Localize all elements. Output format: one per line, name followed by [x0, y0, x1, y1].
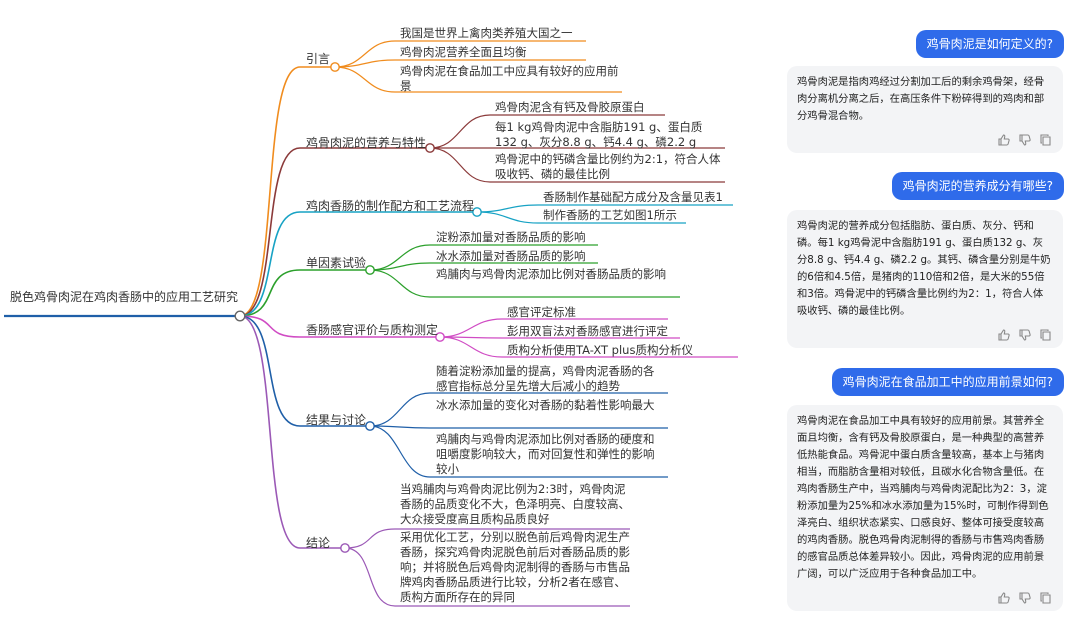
leaf-single-2[interactable]: 冰水添加量对香肠品质的影响 — [436, 249, 586, 263]
branch-node-dot — [472, 207, 482, 217]
branch-results[interactable]: 结果与讨论 — [306, 413, 367, 427]
leaf-connector — [369, 425, 431, 478]
leaf-connector — [334, 66, 396, 93]
branch-connector — [239, 315, 301, 549]
leaf-connector — [344, 528, 396, 549]
leaf-conclusion-2[interactable]: 采用优化工艺，分别以脱色前后鸡骨肉泥生产香肠，探究鸡骨肉泥脱色前后对香肠品质的影… — [400, 530, 630, 604]
leaf-connector — [369, 269, 431, 298]
branch-sensory-texture[interactable]: 香肠感官评价与质构测定 — [306, 323, 439, 337]
branch-node-dot — [330, 62, 340, 72]
assistant-answer-2: 鸡骨肉泥的营养成分包括脂肪、蛋白质、灰分、钙和磷。每1 kg鸡骨泥中含脂肪191… — [787, 210, 1063, 348]
leaf-connector — [476, 211, 539, 224]
leaf-nutrition-3[interactable]: 鸡骨泥中的钙磷含量比例约为2:1，符合人体吸收钙、磷的最佳比例 — [495, 152, 721, 181]
leaf-connector — [334, 59, 396, 68]
copy-icon[interactable] — [1039, 591, 1053, 605]
leaf-connector — [429, 114, 491, 149]
mindmap-root[interactable]: 脱色鸡骨肉泥在鸡肉香肠中的应用工艺研究 — [10, 290, 239, 304]
branch-connector — [239, 315, 301, 338]
leaf-sensory-1[interactable]: 感官评定标准 — [507, 305, 576, 319]
mindmap: 脱色鸡骨肉泥在鸡肉香肠中的应用工艺研究 引言 鸡骨肉泥的营养与特性 鸡肉香肠的制… — [4, 26, 738, 607]
leaf-single-3[interactable]: 鸡脯肉与鸡骨肉泥添加比例对香肠品质的影响 — [436, 267, 666, 281]
branch-node-dot — [425, 143, 435, 153]
assistant-answer-3: 鸡骨肉泥在食品加工中具有较好的应用前景。其营养全面且均衡，含有钙及骨胶原蛋白，是… — [787, 405, 1063, 611]
leaf-nutrition-2[interactable]: 每1 kg鸡骨肉泥中含脂肪191 g、蛋白质132 g、灰分8.8 g、钙4.4… — [495, 120, 703, 149]
thumbs-down-icon[interactable] — [1018, 328, 1032, 342]
leaf-connector — [429, 147, 491, 183]
answer-text-1: 鸡骨肉泥是指肉鸡经过分割加工后的剩余鸡骨架，经骨肉分离机分离之后，在高压条件下粉… — [797, 76, 1045, 122]
leaf-conclusion-1[interactable]: 当鸡脯肉与鸡骨肉泥比例为2:3时，鸡骨肉泥香肠的品质变化不大，色泽明亮、白度较高… — [400, 482, 630, 526]
leaf-connector — [439, 318, 503, 338]
root-node-dot — [234, 310, 246, 322]
thumbs-down-icon[interactable] — [1018, 133, 1032, 147]
leaf-sensory-3[interactable]: 质构分析使用TA-XT plus质构分析仪 — [507, 343, 693, 357]
leaf-sensory-2[interactable]: 彭用双盲法对香肠感官进行评定 — [507, 324, 668, 338]
mindmap-connectors — [4, 40, 738, 607]
answer-actions-1 — [997, 133, 1053, 147]
leaf-results-2[interactable]: 冰水添加量的变化对香肠的黏着性影响最大 — [436, 398, 655, 412]
leaf-nutrition-1[interactable]: 鸡骨肉泥含有钙及骨胶原蛋白 — [495, 100, 645, 114]
branch-connector — [239, 315, 301, 427]
answer-text-3: 鸡骨肉泥在食品加工中具有较好的应用前景。其营养全面且均衡，含有钙及骨胶原蛋白，是… — [797, 415, 1049, 580]
leaf-connector — [439, 336, 503, 358]
answer-actions-3 — [997, 591, 1053, 605]
leaf-connector — [344, 547, 396, 607]
answer-text-2: 鸡骨肉泥的营养成分包括脂肪、蛋白质、灰分、钙和磷。每1 kg鸡骨泥中含脂肪191… — [797, 220, 1051, 317]
leaf-intro-3[interactable]: 鸡骨肉泥在食品加工中应具有较好的应用前景 — [400, 64, 619, 93]
leaf-intro-2[interactable]: 鸡骨肉泥营养全面且均衡 — [400, 45, 527, 59]
thumbs-up-icon[interactable] — [997, 591, 1011, 605]
user-question-3[interactable]: 鸡骨肉泥在食品加工中的应用前景如何? — [831, 368, 1064, 396]
assistant-answer-1: 鸡骨肉泥是指肉鸡经过分割加工后的剩余鸡骨架，经骨肉分离机分离之后，在高压条件下粉… — [787, 66, 1063, 153]
leaf-single-1[interactable]: 淀粉添加量对香肠品质的影响 — [436, 230, 586, 244]
copy-icon[interactable] — [1039, 328, 1053, 342]
branch-node-dot — [365, 421, 375, 431]
leaf-formula-1[interactable]: 香肠制作基础配方成分及含量见表1 — [543, 190, 723, 204]
branch-node-dot — [340, 543, 350, 553]
answer-actions-2 — [997, 328, 1053, 342]
branch-formula-process[interactable]: 鸡肉香肠的制作配方和工艺流程 — [306, 199, 475, 213]
user-question-1[interactable]: 鸡骨肉泥是如何定义的? — [915, 30, 1064, 58]
branch-connector — [239, 66, 301, 317]
branch-introduction[interactable]: 引言 — [306, 52, 331, 66]
branch-node-dot — [365, 265, 375, 275]
leaf-connector — [369, 392, 431, 427]
branch-connector — [239, 147, 301, 317]
leaf-connector — [369, 425, 431, 429]
thumbs-up-icon[interactable] — [997, 328, 1011, 342]
branch-connector — [239, 269, 301, 317]
copy-icon[interactable] — [1039, 133, 1053, 147]
user-question-2[interactable]: 鸡骨肉泥的营养成分有哪些? — [891, 172, 1064, 200]
chat-panel: 鸡骨肉泥是如何定义的? 鸡骨肉泥是指肉鸡经过分割加工后的剩余鸡骨架，经骨肉分离机… — [778, 0, 1080, 628]
branch-conclusion[interactable]: 结论 — [306, 536, 331, 550]
branch-single-factor[interactable]: 单因素试验 — [306, 256, 367, 270]
leaf-connector — [369, 262, 431, 271]
leaf-results-3[interactable]: 鸡脯肉与鸡骨肉泥添加比例对香肠的硬度和咀嚼度影响较大，而对回复性和弹性的影响较小 — [436, 432, 655, 476]
branch-connector — [239, 211, 301, 317]
thumbs-down-icon[interactable] — [1018, 591, 1032, 605]
thumbs-up-icon[interactable] — [997, 133, 1011, 147]
leaf-intro-1[interactable]: 我国是世界上禽肉类养殖大国之一 — [400, 26, 573, 40]
branch-node-dot — [435, 332, 445, 342]
leaf-results-1[interactable]: 随着淀粉添加量的提高，鸡骨肉泥香肠的各感官指标总分呈先增大后减小的趋势 — [436, 364, 655, 393]
branch-nutrition[interactable]: 鸡骨肉泥的营养与特性 — [306, 136, 427, 150]
leaf-formula-2[interactable]: 制作香肠的工艺如图1所示 — [543, 208, 677, 222]
leaf-connector — [476, 204, 539, 213]
